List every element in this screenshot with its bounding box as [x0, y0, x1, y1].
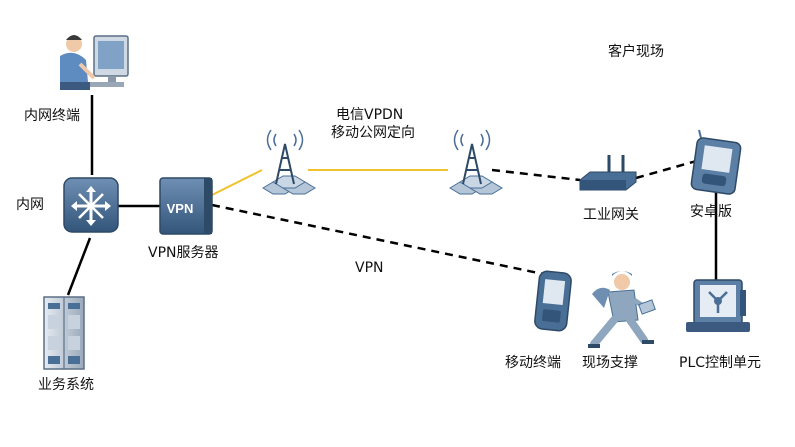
industrial-gateway-label: 工业网关: [583, 207, 639, 223]
field-support-label: 现场支撑: [582, 355, 638, 371]
android-tablet-icon: [690, 129, 742, 195]
android-device-label: 安卓版: [690, 204, 732, 220]
carrier-line2-label: 移动公网定向: [331, 125, 415, 141]
connection-lines: [66, 95, 718, 296]
link-gateway-android: [635, 158, 701, 180]
cell-tower-icon: [449, 129, 503, 195]
plc-unit-icon: [686, 279, 750, 332]
link-vpn-mobile: [211, 203, 549, 277]
plc-unit-label: PLC控制单元: [679, 355, 762, 371]
router-icon: [63, 177, 119, 233]
intranet-terminal-label: 内网终端: [24, 108, 80, 124]
vpn-link-label: VPN: [355, 260, 384, 276]
intranet-label: 内网: [16, 197, 44, 213]
server-rack-icon: [43, 296, 85, 370]
link-router-server: [66, 237, 92, 296]
link-tower-gateway: [491, 168, 581, 182]
mobile-terminal-label: 移动终端: [505, 355, 561, 371]
cell-tower-icon: [262, 129, 316, 195]
carrier-line1-label: 电信VPDN: [336, 107, 404, 123]
gateway-router-icon: [579, 155, 637, 191]
user-workstation-icon: [60, 35, 129, 90]
business-system-label: 业务系统: [38, 377, 94, 393]
mobile-handheld-icon: [534, 270, 572, 332]
vpn-server-icon: VPN: [159, 177, 213, 235]
vpn-server-label: VPN服务器: [148, 245, 219, 261]
vpn-box-label: VPN: [167, 201, 194, 216]
field-worker-icon: [588, 271, 656, 348]
customer-site-label: 客户现场: [608, 44, 664, 60]
link-vpn-tower: [211, 169, 263, 196]
